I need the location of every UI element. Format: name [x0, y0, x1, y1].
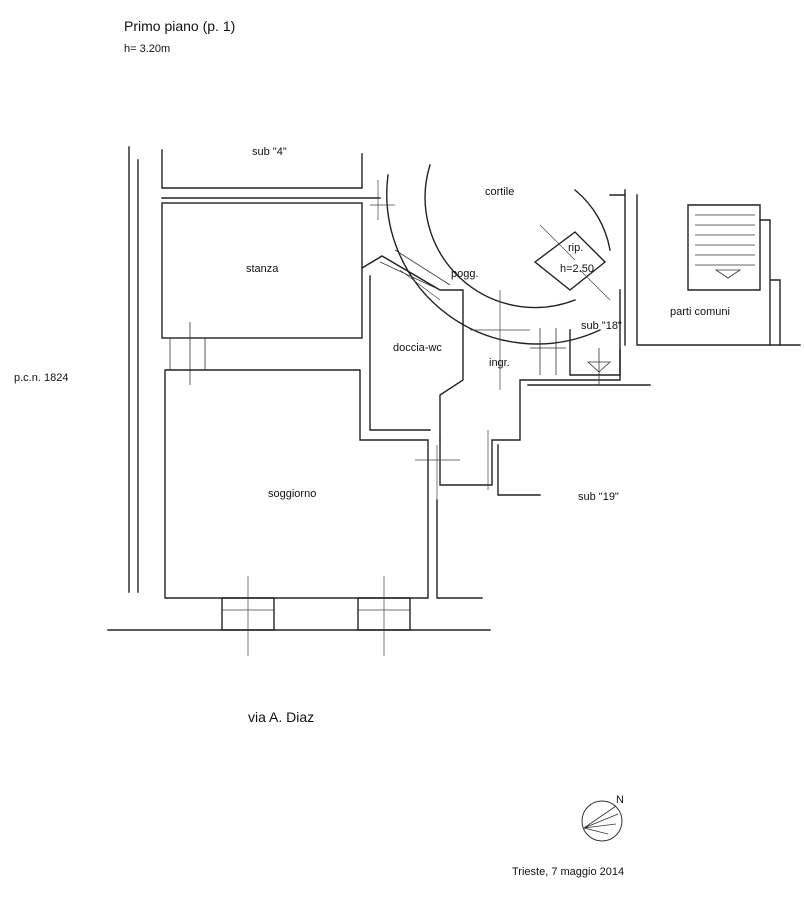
- label-sub-18: sub "18": [581, 320, 622, 332]
- label-doccia-wc: doccia-wc: [393, 342, 442, 354]
- label-cortile: cortile: [485, 186, 515, 198]
- stair-steps: [695, 214, 755, 266]
- north-arrow-icon: [581, 800, 623, 842]
- label-sub-19: sub "19": [578, 491, 619, 503]
- label-stanza: stanza: [246, 263, 279, 275]
- crosses: [222, 180, 611, 656]
- label-parti-comuni: parti comuni: [670, 306, 730, 318]
- label-soggiorno: soggiorno: [268, 488, 317, 500]
- balcony-pogg: [379, 249, 451, 291]
- wall-sub19: [497, 444, 541, 496]
- door-ingr: [530, 328, 566, 375]
- wall-ingr: [439, 349, 621, 486]
- room-doccia-walls: [361, 255, 464, 441]
- label-rip: rip.: [568, 242, 584, 254]
- courtyard-arc-right: [574, 189, 611, 251]
- page-title: Primo piano (p. 1): [124, 18, 236, 34]
- courtyard-arc-outer: [386, 174, 601, 345]
- wall-lower-right: [436, 499, 483, 599]
- wall-sub18-2: [569, 289, 621, 376]
- courtyard-wall-right: [609, 189, 626, 346]
- label-rip-height: h=2.50: [560, 263, 594, 275]
- room-stanza-walls: [161, 202, 363, 339]
- wall-right-edge: [759, 219, 781, 346]
- label-pcn: p.c.n. 1824: [14, 372, 69, 384]
- area-parti-comuni: [636, 194, 801, 346]
- stair-outline: [687, 204, 761, 291]
- label-pogg: pogg.: [451, 268, 479, 280]
- door-stanza-soggiorno: [169, 322, 206, 385]
- room-doccia-walls-2: [369, 275, 431, 431]
- wall-top: [161, 149, 363, 189]
- label-sub-4: sub "4": [252, 146, 287, 158]
- compass-label: N: [616, 794, 624, 806]
- place-date: Trieste, 7 maggio 2014: [512, 866, 625, 878]
- stair-arrow: [714, 269, 742, 279]
- label-ingr: ingr.: [489, 357, 510, 369]
- street-name: via A. Diaz: [248, 709, 315, 725]
- room-rip-walls: [533, 231, 607, 291]
- door-sub18-arrow: [586, 348, 612, 385]
- floor-height: h= 3.20m: [124, 43, 171, 55]
- courtyard-arc-inner: [424, 164, 576, 309]
- room-soggiorno-walls: [164, 369, 429, 599]
